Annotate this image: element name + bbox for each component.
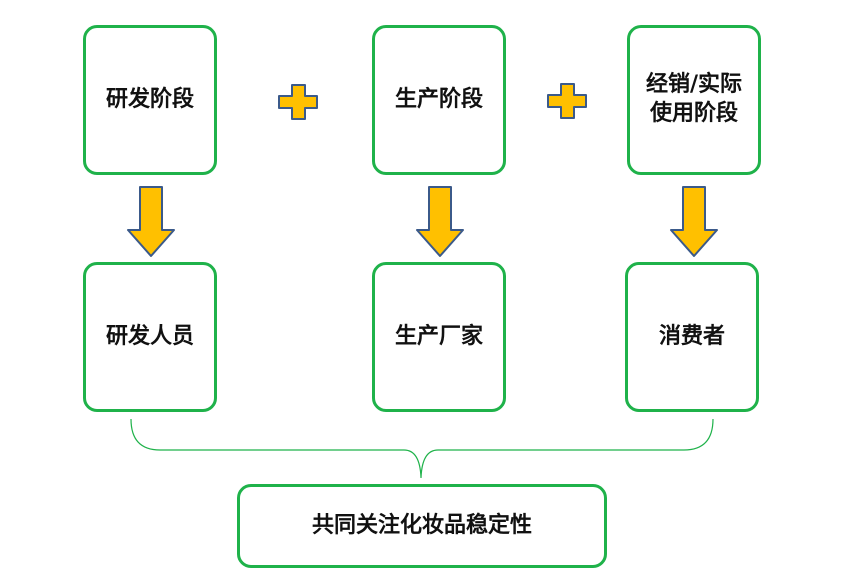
stage-label-production: 生产阶段 (394, 86, 483, 112)
role-box-researchers: 研发人员 (83, 262, 217, 412)
role-label-researchers: 研发人员 (105, 323, 194, 349)
down-arrow-icon (416, 186, 464, 257)
role-box-consumer: 消费者 (625, 262, 759, 412)
plus-icon (547, 83, 587, 119)
conclusion-label: 共同关注化妆品稳定性 (311, 512, 532, 538)
stage-box-distribution: 经销/实际 使用阶段 (627, 25, 761, 175)
plus-icon (278, 84, 318, 120)
role-box-manufacturer: 生产厂家 (372, 262, 506, 412)
conclusion-box: 共同关注化妆品稳定性 (237, 484, 607, 568)
down-arrow-icon (127, 186, 175, 257)
down-arrow-icon (670, 186, 718, 257)
stage-label-distribution-line2: 使用阶段 (649, 101, 738, 126)
role-label-consumer: 消费者 (658, 323, 725, 349)
stage-box-rd: 研发阶段 (83, 25, 217, 175)
stage-label-rd: 研发阶段 (105, 86, 194, 112)
brace-icon (130, 418, 714, 479)
stage-label-distribution-line1: 经销/实际 (645, 72, 743, 98)
role-label-manufacturer: 生产厂家 (394, 323, 483, 349)
stage-box-production: 生产阶段 (372, 25, 506, 175)
